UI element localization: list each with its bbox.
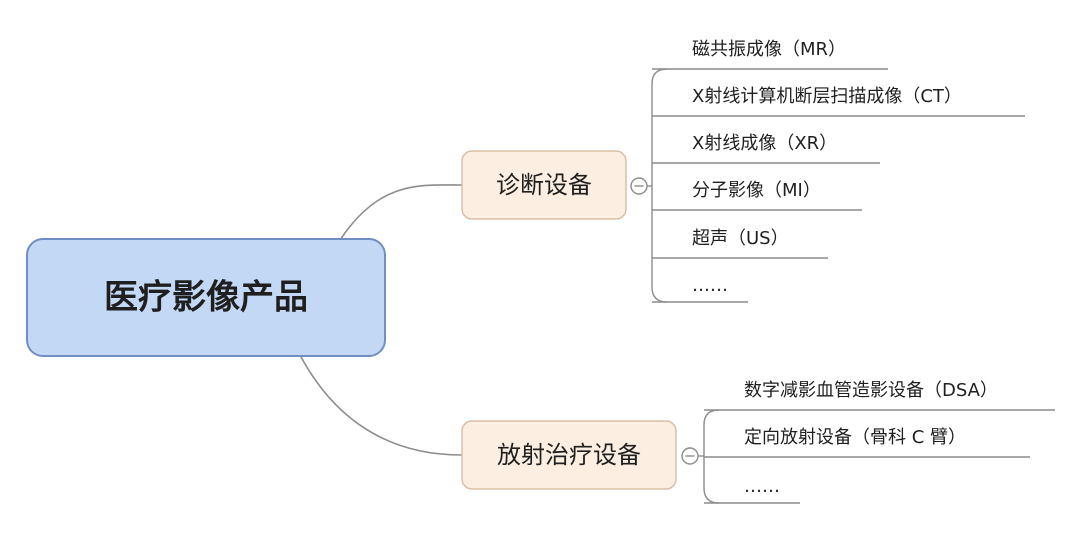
leaf-label[interactable]: …… [744,476,780,497]
branch-node-diagnostic[interactable] [461,150,627,220]
leaf-label[interactable]: 定向放射设备（骨科 C 臂） [744,427,966,448]
root-node[interactable] [26,238,386,357]
collapse-toggle-diagnostic[interactable] [630,177,648,195]
leaf-label[interactable]: X射线计算机断层扫描成像（CT） [692,86,962,107]
bracket-diagnostic [651,68,668,303]
collapse-toggle-therapy[interactable] [681,447,699,465]
connector-root-diagnostic [339,184,463,241]
leaf-list-diagnostic: 磁共振成像（MR） X射线计算机断层扫描成像（CT） X射线成像（XR） 分子影… [652,39,1025,303]
leaf-label[interactable]: 数字减影血管造影设备（DSA） [744,380,998,401]
leaf-list-therapy: 数字减影血管造影设备（DSA） 定向放射设备（骨科 C 臂） …… [704,380,1055,504]
leaf-label[interactable]: …… [692,275,728,296]
leaf-label[interactable]: X射线成像（XR） [692,133,837,154]
connector-root-therapy [299,354,463,456]
root-label: 医疗影像产品 [104,278,308,318]
leaf-label[interactable]: 分子影像（MI） [692,180,821,201]
branch-node-therapy[interactable] [461,420,677,490]
branch-label-therapy: 放射治疗设备 [497,441,641,469]
branch-label-diagnostic: 诊断设备 [496,171,592,199]
leaf-label[interactable]: 磁共振成像（MR） [692,39,846,60]
leaf-label[interactable]: 超声（US） [692,228,789,249]
